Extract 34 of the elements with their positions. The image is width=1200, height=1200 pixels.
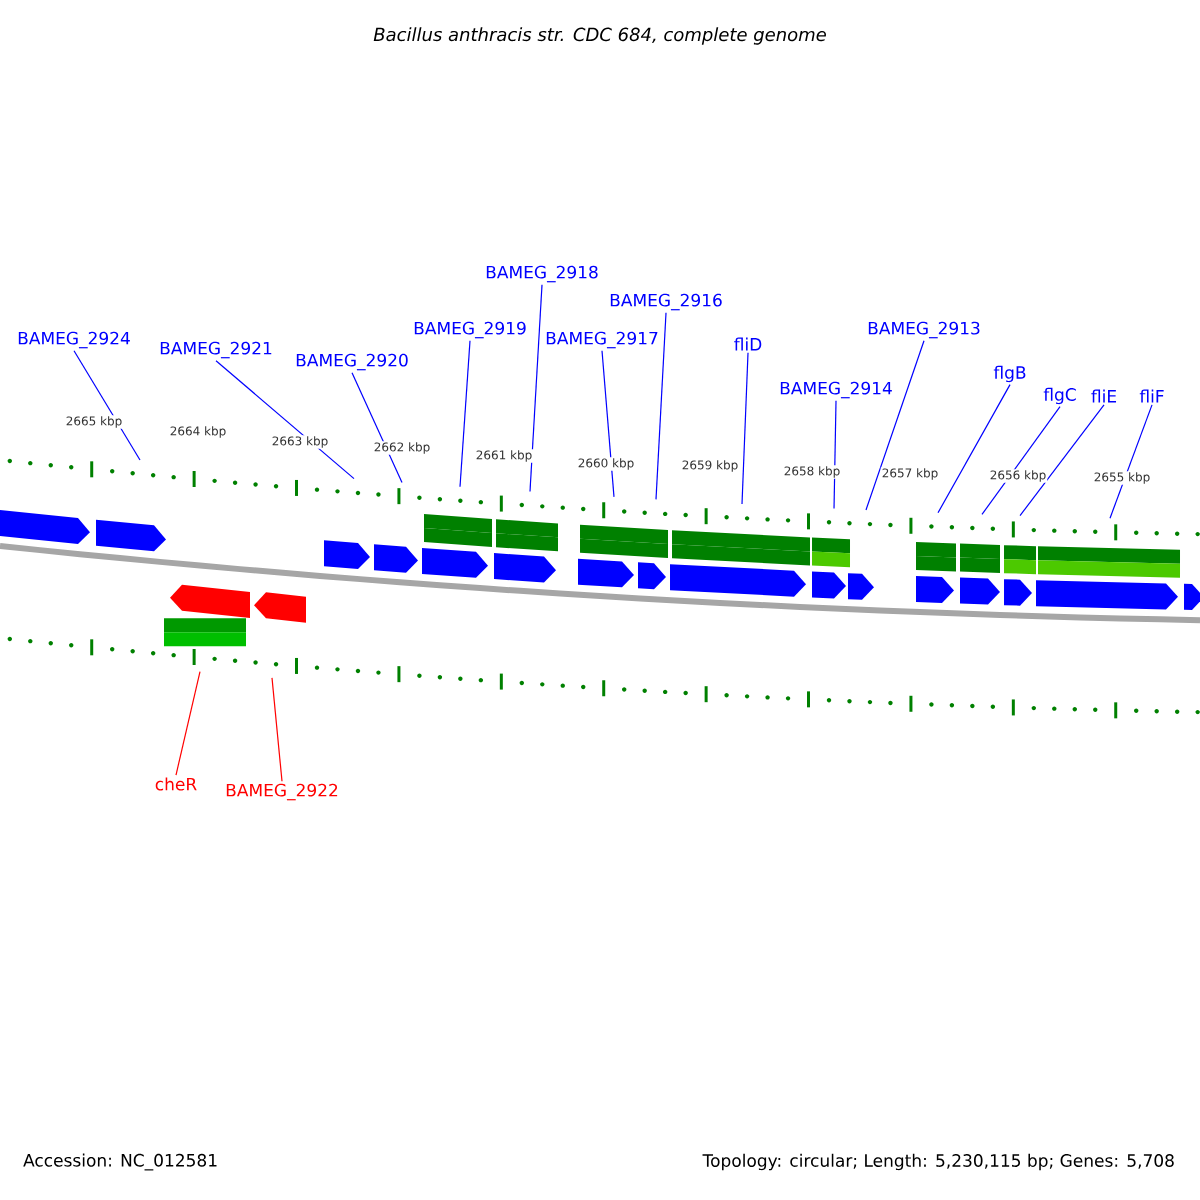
gene-label: flgC [1043,387,1076,405]
leader-line [833,400,837,510]
accession-text: Accession: NC_012581 [23,1153,217,1171]
leader-line [937,384,1011,514]
leader-line [459,340,471,488]
gene-label: BAMEG_2921 [160,341,272,359]
leader-line [215,360,355,480]
gene-label: BAMEG_2918 [486,265,598,283]
genome-info-text: Topology: circular; Length: 5,230,115 bp; Genes: 5,708 [702,1153,1174,1171]
gene-label: BAMEG_2917 [546,331,658,349]
gene-label: BAMEG_2922 [226,783,338,801]
gene-label: fliE [1091,389,1116,403]
leader-line [741,352,749,505]
gene-label: BAMEG_2914 [780,381,892,399]
gene-label: BAMEG_2919 [414,321,526,339]
leader-line [865,340,925,511]
gene-label: BAMEG_2920 [296,353,408,371]
gene-label: fliD [734,337,762,351]
leader-line [175,670,201,776]
leader-line [529,284,543,493]
leader-line [1019,404,1105,517]
gene-label: BAMEG_2916 [610,293,722,311]
leader-line [271,677,283,782]
title: Bacillus anthracis str. CDC 684, complete genome [373,27,826,45]
gene-label: BAMEG_2913 [868,321,980,339]
gene-label: flgB [993,365,1026,383]
leader-line [655,312,667,500]
gene-label: fliF [1139,389,1164,403]
leader-line [1109,404,1153,519]
gene-label: BAMEG_2924 [18,331,130,349]
leader-line [73,350,141,461]
leader-line [601,350,615,498]
leader-line [351,372,403,483]
gene-label: cheR [155,777,197,791]
